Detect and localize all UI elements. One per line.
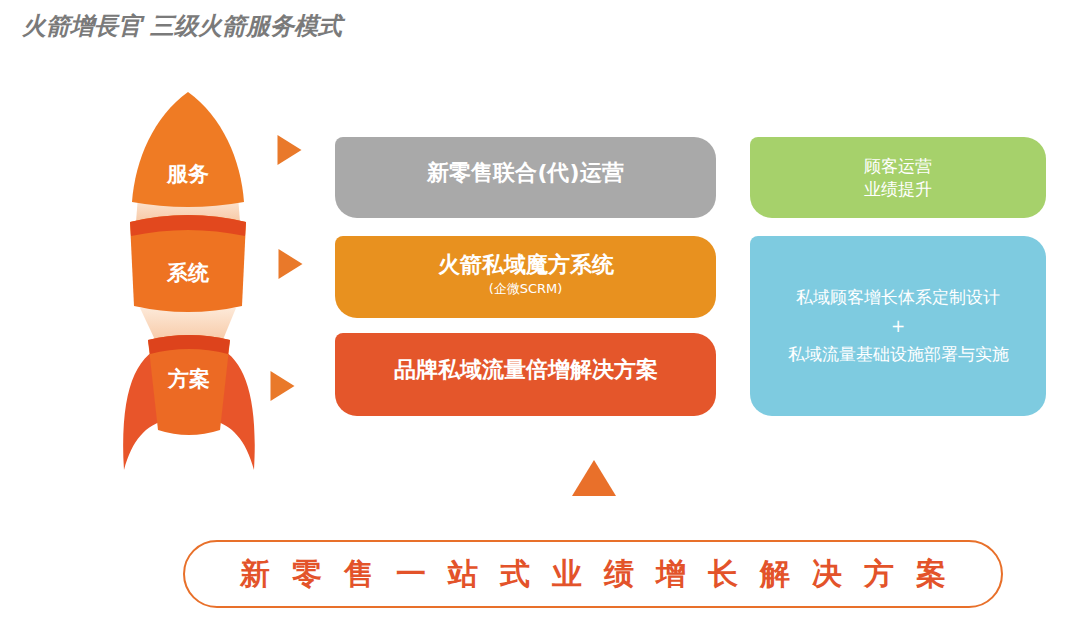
- node-label: 服务: [167, 160, 209, 188]
- system-box: 火箭私域魔方系统(企微SCRM): [335, 236, 716, 318]
- node-label: 火箭私域魔方系统: [438, 250, 614, 280]
- node-label: 新零售一站式业绩增长解决方案: [218, 554, 968, 595]
- node-label: 品牌私域流量倍增解决方案: [394, 355, 658, 385]
- rocket-base-fill: [148, 335, 230, 435]
- rocket-stage: 系统: [130, 214, 246, 314]
- solution-box: 品牌私域流量倍增解决方案: [335, 333, 716, 416]
- banner: 新零售一站式业绩增长解决方案: [183, 540, 1003, 608]
- design-box: 私域顾客增长体系定制设计 + 私域流量基础设施部署与实施: [750, 236, 1046, 416]
- arrow-connector: [279, 249, 303, 279]
- node-label: 方案: [168, 365, 210, 393]
- rocket-nose-fill: [132, 92, 244, 207]
- node-label: 顾客运营 业绩提升: [859, 155, 937, 201]
- node-label: 系统: [167, 259, 209, 287]
- page-title: 火箭增長官 三级火箭服务模式: [22, 10, 342, 42]
- rocket-rim: [130, 215, 246, 236]
- arrow-connector: [278, 135, 302, 165]
- node-sublabel: 私域流量基础设施部署与实施: [788, 343, 1009, 366]
- arrow-connector: [572, 460, 616, 496]
- node-label: 私域顾客增长体系定制设计: [796, 286, 1000, 309]
- node-sublabel: +: [891, 315, 905, 338]
- service-box: 新零售联合(代)运营: [335, 137, 716, 218]
- node-label: 新零售联合(代)运营: [427, 158, 623, 188]
- rocket-base: 方案: [148, 334, 230, 438]
- rocket-nose: 服务: [132, 92, 244, 208]
- rocket-nose-outline: [132, 92, 244, 208]
- arrow-connector: [271, 371, 295, 401]
- rocket-stage-fill: [130, 215, 246, 312]
- rocket-rim: [148, 335, 230, 354]
- node-sublabel: (企微SCRM): [489, 280, 563, 298]
- outcome-box: 顾客运营 业绩提升: [750, 137, 1046, 218]
